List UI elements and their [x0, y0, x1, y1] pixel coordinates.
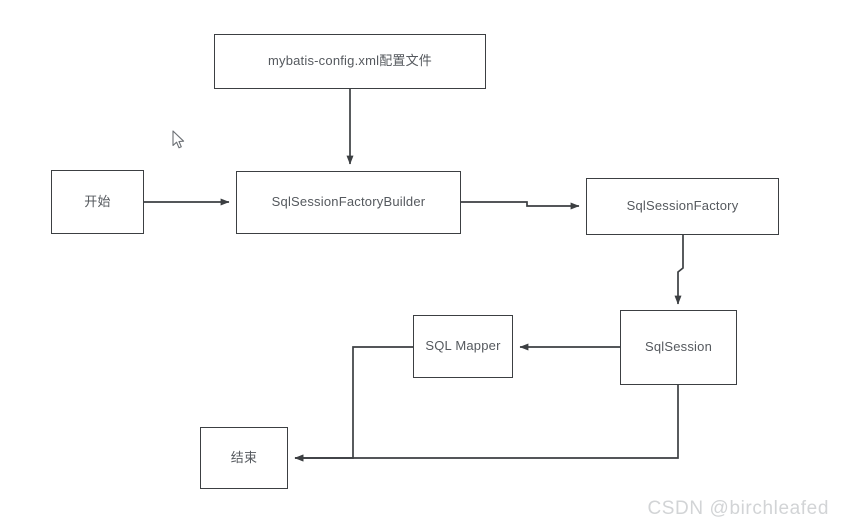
node-sql-mapper[interactable]: SQL Mapper — [413, 315, 513, 378]
edge-factory-to-session — [674, 235, 684, 305]
node-end-label: 结束 — [230, 449, 258, 465]
node-sqlsessionfactorybuilder-label: SqlSessionFactoryBuilder — [271, 194, 426, 210]
node-start[interactable]: 开始 — [51, 170, 144, 234]
edge-builder-to-factory — [461, 201, 580, 210]
node-end[interactable]: 结束 — [200, 427, 288, 489]
node-sqlsession-label: SqlSession — [644, 339, 713, 355]
node-config-label: mybatis-config.xml配置文件 — [267, 53, 433, 69]
edge-mapper-to-end — [294, 346, 413, 462]
mouse-pointer-icon — [172, 130, 185, 149]
edge-session-to-end — [294, 385, 679, 462]
node-sqlsessionfactory-label: SqlSessionFactory — [626, 198, 739, 214]
node-config[interactable]: mybatis-config.xml配置文件 — [214, 34, 486, 89]
watermark: CSDN @birchleafed — [647, 498, 829, 519]
node-sql-mapper-label: SQL Mapper — [425, 338, 501, 354]
node-sqlsessionfactory[interactable]: SqlSessionFactory — [586, 178, 779, 235]
node-sqlsessionfactorybuilder[interactable]: SqlSessionFactoryBuilder — [236, 171, 461, 234]
node-sqlsession[interactable]: SqlSession — [620, 310, 737, 385]
node-start-label: 开始 — [84, 193, 111, 209]
